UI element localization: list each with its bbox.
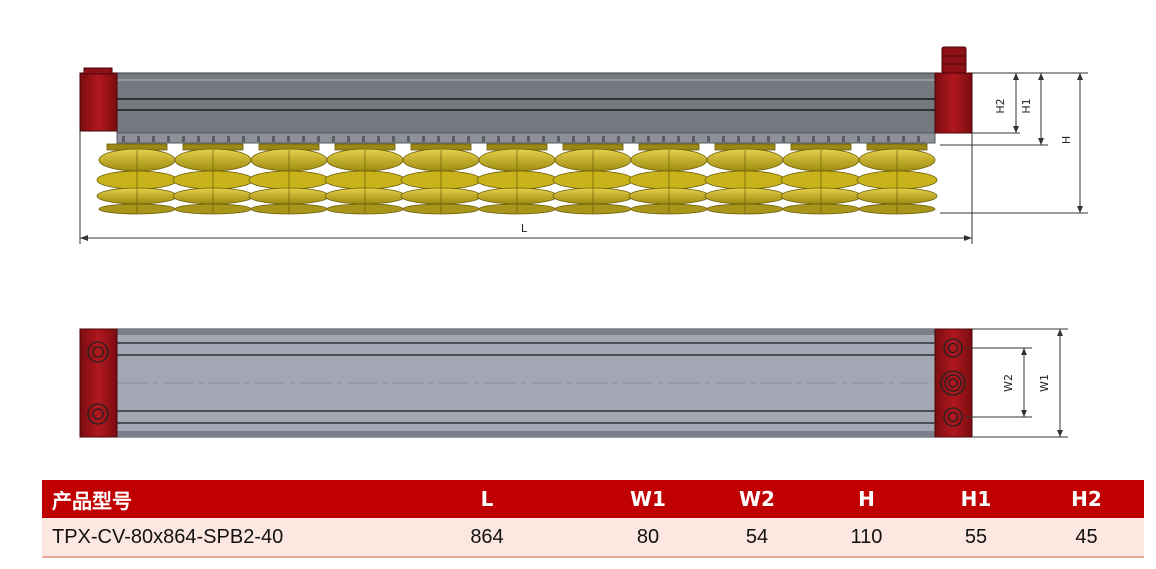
cell-w2: 54 [704, 518, 810, 558]
bolt-hole-icon [87, 403, 109, 425]
header-l: L [382, 480, 592, 518]
suction-cup [476, 143, 558, 215]
front-view [79, 46, 973, 215]
dim-label-h1: H1 [1020, 98, 1033, 113]
suction-cup [172, 143, 254, 215]
spec-table: 产品型号 L W1 W2 H H1 H2 TPX-CV-80x864-SPB2-… [42, 480, 1144, 558]
top-dimension-arrows [1021, 329, 1063, 437]
suction-cup [96, 143, 178, 215]
table-row: TPX-CV-80x864-SPB2-40 864 80 54 110 55 4… [42, 518, 1144, 558]
front-dimension-arrows [80, 73, 1083, 241]
cell-h1: 55 [923, 518, 1029, 558]
top-left-end-block [79, 328, 118, 438]
top-dimensions [965, 328, 1068, 438]
left-end-block [79, 72, 118, 132]
suction-cup-row [96, 143, 938, 215]
air-fitting [941, 46, 967, 74]
suction-cup [552, 143, 634, 215]
suction-cup [400, 143, 482, 215]
header-h: H [810, 480, 923, 518]
dim-label-h: H [1060, 136, 1073, 144]
left-end-cap [83, 67, 113, 75]
dim-label-w1: W1 [1038, 374, 1051, 392]
cell-l: 864 [382, 518, 592, 558]
header-h1: H1 [923, 480, 1029, 518]
header-model: 产品型号 [42, 480, 382, 518]
suction-cup [324, 143, 406, 215]
bolt-hole-icon [943, 407, 963, 427]
cell-h2: 45 [1029, 518, 1144, 558]
bolt-hole-icon [87, 341, 109, 363]
suction-cup [248, 143, 330, 215]
technical-drawing: H2 H1 H L W2 W1 [79, 46, 1088, 438]
cup-mount-strip [116, 132, 936, 144]
suction-cup [628, 143, 710, 215]
header-h2: H2 [1029, 480, 1144, 518]
spec-table-header-row: 产品型号 L W1 W2 H H1 H2 [42, 480, 1144, 518]
dim-label-w2: W2 [1002, 374, 1015, 392]
right-end-block [934, 72, 973, 134]
vacuum-profile-body [116, 72, 936, 134]
top-view [79, 328, 973, 438]
bolt-hole-icon [943, 338, 963, 358]
suction-cup [780, 143, 862, 215]
cell-w1: 80 [592, 518, 704, 558]
dim-label-l: L [521, 222, 528, 235]
suction-cup [856, 143, 938, 215]
front-dimensions [79, 72, 1088, 244]
suction-cup [704, 143, 786, 215]
cup-mount-ticks [122, 136, 920, 142]
cell-model: TPX-CV-80x864-SPB2-40 [42, 518, 382, 558]
cell-h: 110 [810, 518, 923, 558]
air-port-icon [940, 370, 966, 396]
header-w1: W1 [592, 480, 704, 518]
header-w2: W2 [704, 480, 810, 518]
dim-label-h2: H2 [994, 98, 1007, 113]
